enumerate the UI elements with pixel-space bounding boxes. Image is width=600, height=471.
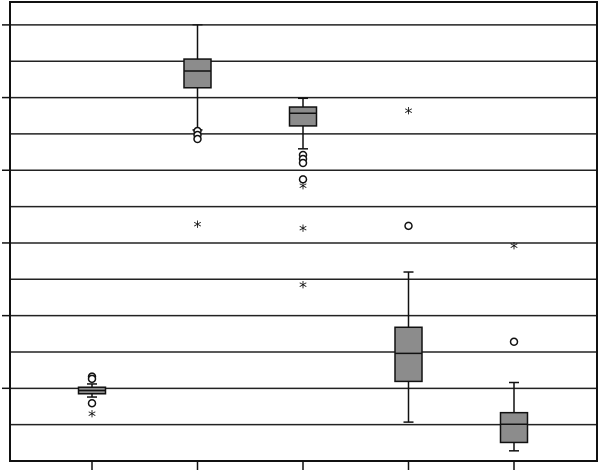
outlier-point bbox=[298, 175, 308, 184]
extreme-point: * bbox=[299, 178, 307, 197]
outlier-point bbox=[404, 221, 413, 231]
box bbox=[499, 411, 529, 444]
outlier-point bbox=[87, 398, 97, 408]
extreme-point: * bbox=[299, 221, 307, 240]
extreme-point: * bbox=[88, 407, 96, 426]
box bbox=[394, 326, 423, 383]
extreme-point: * bbox=[405, 103, 413, 122]
outlier-point bbox=[193, 134, 202, 144]
outlier-point bbox=[298, 158, 308, 168]
extreme-point: * bbox=[299, 278, 307, 297]
box bbox=[288, 106, 318, 127]
outlier-point bbox=[87, 374, 97, 384]
extreme-point: * bbox=[510, 238, 518, 257]
box bbox=[183, 58, 212, 89]
extreme-point: * bbox=[194, 217, 202, 236]
outlier-point bbox=[509, 337, 519, 347]
